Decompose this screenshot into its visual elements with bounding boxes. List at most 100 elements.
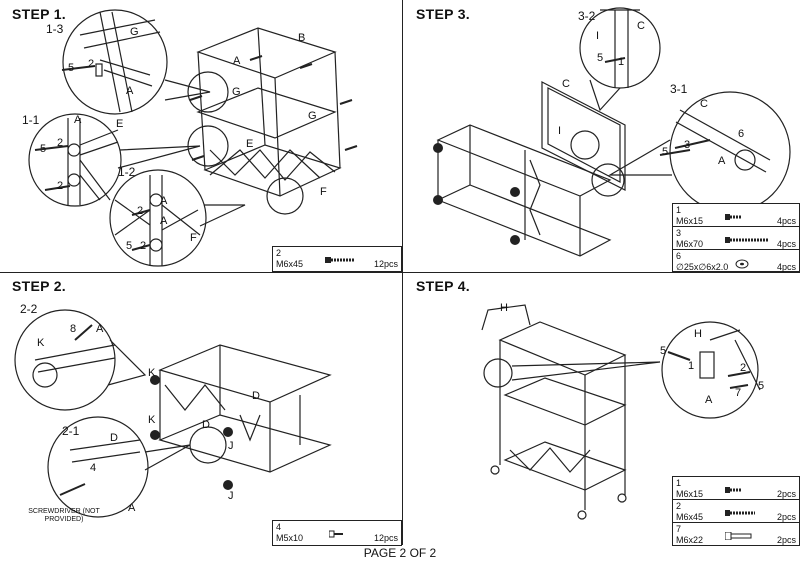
part-index: 4 — [276, 522, 282, 532]
callout-2: 2 — [140, 240, 147, 252]
callout-2: 2 — [88, 58, 95, 70]
part-index: 2 — [676, 501, 682, 511]
callout-2: 2 — [137, 205, 144, 217]
part-index: 6 — [676, 251, 682, 261]
callout-g: G — [232, 86, 241, 98]
callout-2: 2 — [57, 137, 64, 149]
callout-c: C — [562, 78, 570, 90]
callout-5: 5 — [597, 52, 604, 64]
step-1-parts-table: 2 M6x45 12pcs — [272, 246, 402, 272]
part-index: 1 — [676, 205, 682, 215]
callout-a: A — [160, 215, 168, 227]
callout-a: A — [126, 85, 134, 97]
step-1-1-label: 1-1 — [22, 113, 40, 127]
step-2-illustration — [14, 309, 332, 518]
callout-5: 5 — [68, 62, 75, 74]
part-qty: 4pcs — [776, 216, 796, 226]
part-name: ∅25x∅6x2.0 — [676, 262, 729, 272]
callout-2: 2 — [740, 362, 747, 374]
part-index: 1 — [676, 478, 682, 488]
callout-5: 5 — [662, 146, 669, 158]
step-2-1-label: 2-1 — [62, 424, 80, 438]
screw-icon — [725, 509, 755, 519]
part-index: 2 — [276, 248, 282, 258]
step-1-title: STEP 1. — [12, 6, 66, 22]
callout-f: F — [320, 186, 327, 198]
callout-7: 7 — [735, 387, 742, 399]
callout-i: I — [596, 30, 600, 42]
step-3-1-label: 3-1 — [670, 82, 688, 96]
callout-4: 4 — [90, 462, 97, 474]
callout-h: H — [694, 328, 702, 340]
callout-a: A — [96, 323, 104, 335]
callout-c: C — [700, 98, 708, 110]
callout-k: K — [148, 367, 156, 379]
callout-a: A — [705, 394, 713, 406]
callout-a: A — [128, 502, 136, 514]
parts-row: 2 M6x45 2pcs — [673, 500, 799, 523]
callout-5: 5 — [40, 143, 47, 155]
callout-f: F — [190, 232, 197, 244]
long-screw-icon — [725, 236, 769, 246]
short-screw-icon — [725, 213, 745, 223]
screw-icon — [325, 256, 355, 266]
callout-e: E — [116, 118, 124, 130]
parts-row: 2 M6x45 12pcs — [273, 247, 401, 272]
callout-h: H — [500, 302, 508, 314]
callout-d: D — [252, 390, 260, 402]
callout-a: A — [233, 55, 241, 67]
part-name: M6x22 — [676, 535, 704, 545]
pin-icon — [724, 531, 753, 542]
part-name: M6x15 — [676, 489, 704, 499]
callout-6: 6 — [738, 128, 745, 140]
callout-g: G — [308, 110, 317, 122]
screwdriver-note: SCREWDRIVER (NOT PROVIDED) — [28, 508, 100, 523]
step-3-parts-table: 1 M6x15 4pcs 3 M6x70 4pcs 6 ∅25x∅6x2.0 4… — [672, 203, 800, 272]
parts-row: 1 M6x15 2pcs — [673, 477, 799, 500]
callout-2: 2 — [57, 180, 64, 192]
part-qty: 2pcs — [776, 535, 796, 545]
callout-k: K — [37, 337, 45, 349]
step-1-3-label: 1-3 — [46, 22, 64, 36]
callout-a: A — [74, 114, 82, 126]
step-2-title: STEP 2. — [12, 278, 66, 294]
part-name: M6x15 — [676, 216, 704, 226]
parts-row: 7 M6x22 2pcs — [673, 523, 799, 545]
callout-5: 5 — [126, 240, 133, 252]
parts-row: 6 ∅25x∅6x2.0 4pcs — [673, 250, 799, 272]
part-qty: 12pcs — [373, 259, 398, 269]
callout-8: 8 — [70, 323, 77, 335]
part-index: 3 — [676, 228, 682, 238]
callout-1: 1 — [688, 360, 695, 372]
callout-a: A — [718, 155, 726, 167]
part-name: M6x45 — [676, 512, 704, 522]
part-qty: 12pcs — [373, 533, 398, 543]
step-2-parts-table: 4 M5x10 12pcs — [272, 520, 402, 546]
callout-5: 5 — [660, 345, 667, 357]
short-screw-icon — [725, 486, 745, 496]
part-name: M6x70 — [676, 239, 704, 249]
step-4-parts-table: 1 M6x15 2pcs 2 M6x45 2pcs 7 M6x22 2pcs — [672, 476, 800, 546]
step-3-2-label: 3-2 — [578, 9, 596, 23]
part-index: 7 — [676, 524, 682, 534]
callout-d: D — [202, 419, 210, 431]
step-3-illustration — [433, 7, 791, 257]
parts-row: 1 M6x15 4pcs — [673, 204, 799, 227]
part-name: M5x10 — [276, 533, 304, 543]
callout-3: 3 — [684, 139, 691, 151]
small-screw-icon — [328, 530, 345, 540]
callout-5: 5 — [758, 380, 765, 392]
part-qty: 2pcs — [776, 489, 796, 499]
part-name: M6x45 — [276, 259, 304, 269]
step-4-title: STEP 4. — [416, 278, 470, 294]
step-3-title: STEP 3. — [416, 6, 470, 22]
horizontal-divider — [0, 272, 800, 273]
part-qty: 2pcs — [776, 512, 796, 522]
callout-i: I — [558, 125, 562, 137]
page-footer: PAGE 2 OF 2 — [363, 546, 437, 560]
parts-row: 4 M5x10 12pcs — [273, 521, 401, 546]
callout-j: J — [228, 440, 234, 452]
parts-row: 3 M6x70 4pcs — [673, 227, 799, 250]
step-1-2-label: 1-2 — [118, 165, 136, 179]
